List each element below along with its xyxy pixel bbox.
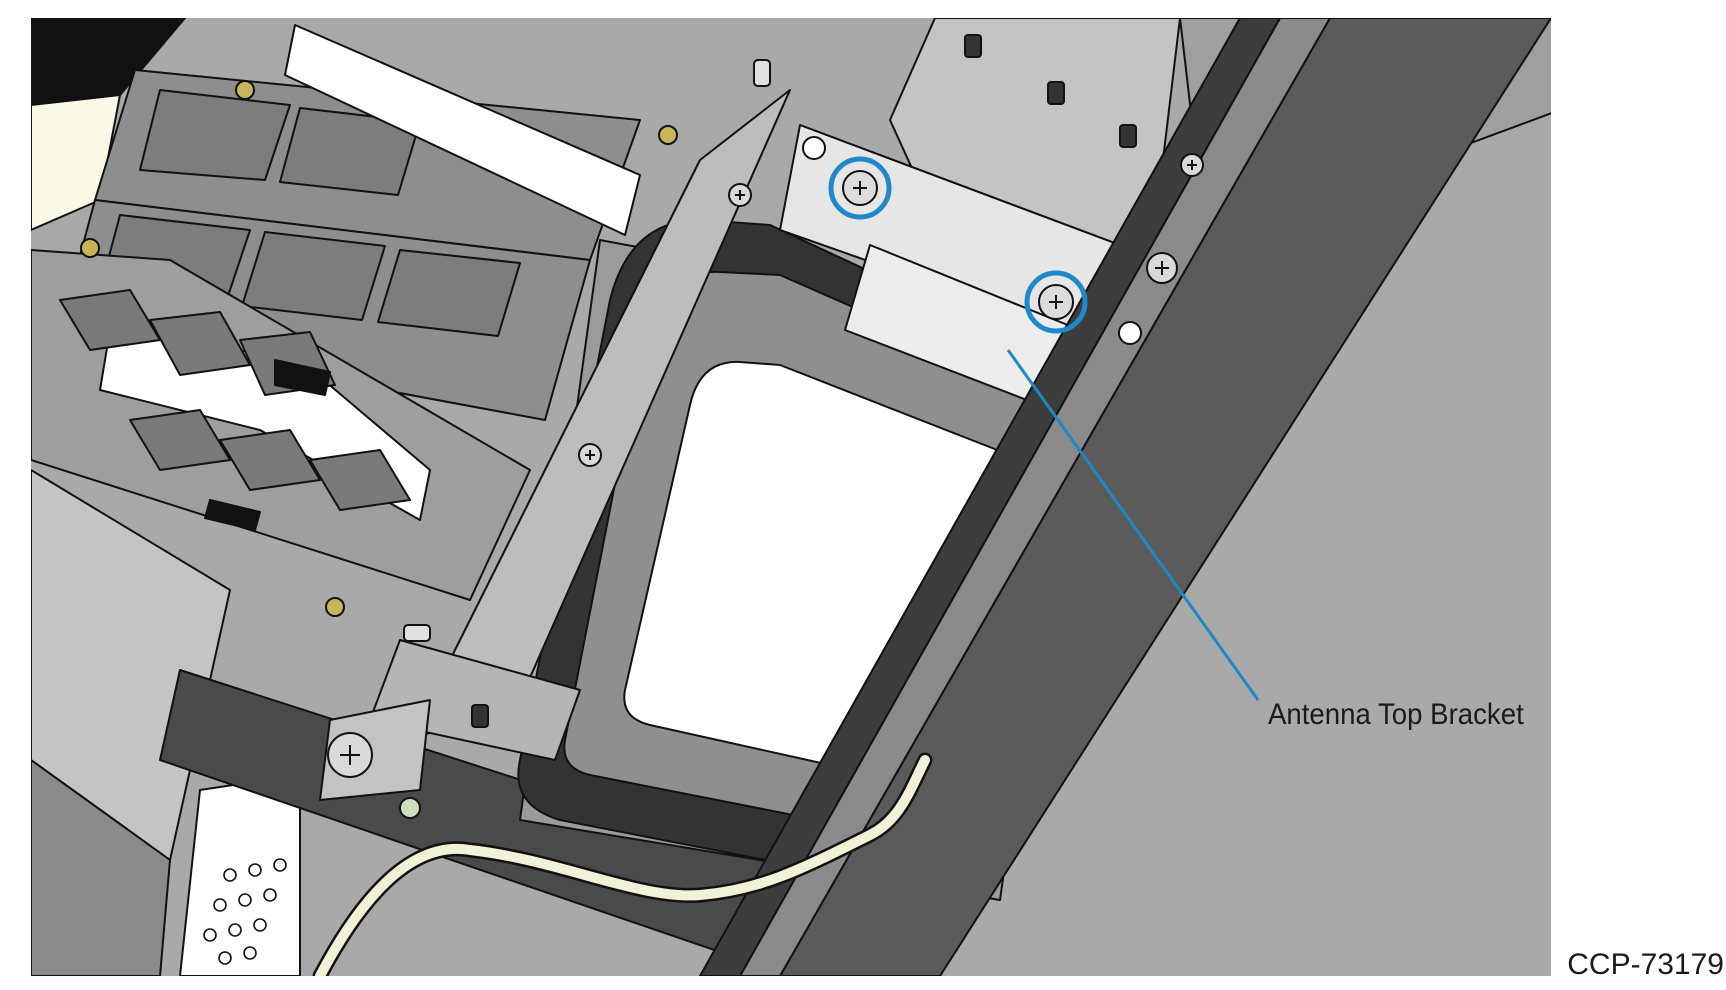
antenna-cable-fill <box>315 755 930 976</box>
white-slot <box>284 24 641 236</box>
display-frame-bevel <box>699 18 1281 976</box>
screws <box>80 80 1204 819</box>
bracket-hole <box>1118 321 1142 345</box>
bracket-hole <box>802 136 826 160</box>
screw <box>327 732 373 778</box>
rib-grid <box>59 69 641 421</box>
lower-left-face <box>31 759 171 976</box>
screw <box>578 443 602 467</box>
pins <box>471 34 1137 728</box>
screw <box>1146 252 1178 284</box>
pin-light <box>753 59 771 87</box>
bracket-screw-highlight <box>828 156 892 220</box>
pin-light <box>403 624 431 642</box>
hinge-fins <box>31 249 531 601</box>
perforated-panel <box>179 774 301 976</box>
callout-label: Antenna Top Bracket <box>1268 698 1524 731</box>
screw <box>1180 153 1204 177</box>
bracket-screw-highlight <box>1024 270 1088 334</box>
figure-id: CCP-73179 <box>1567 948 1724 981</box>
screw <box>728 183 752 207</box>
vent-holes <box>203 858 287 965</box>
callout-leader <box>1006 349 1260 701</box>
